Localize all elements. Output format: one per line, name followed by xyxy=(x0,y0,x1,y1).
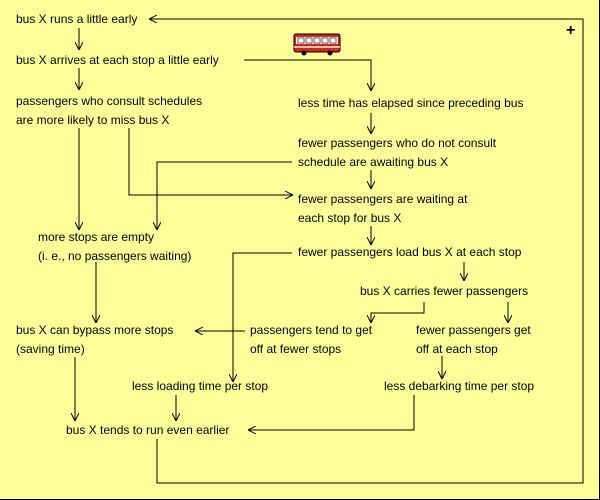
arrow-schedule-miss-to-fewer-waiting xyxy=(128,128,292,195)
arrow-less-debark-to-earlier xyxy=(249,395,415,430)
node-less-time-elapsed: less time has elapsed since preceding bu… xyxy=(298,96,524,110)
node-fewer-stops-off: passengers tend to get off at fewer stop… xyxy=(250,323,373,356)
node-bypass-stops: bus X can bypass more stops (saving time… xyxy=(16,323,174,356)
arrow-carries-fewer-to-fewer-stops-off xyxy=(371,302,425,322)
node-fewer-nonconsulting: fewer passengers who do not consult sche… xyxy=(298,136,497,169)
node-fewer-waiting: fewer passengers are waiting at each sto… xyxy=(298,192,468,225)
arrow-earlier-to-early xyxy=(150,19,584,484)
node-schedule-passengers-miss: passengers who consult schedules are mor… xyxy=(16,94,203,127)
arrow-fewer-nonconsult-to-stops-empty xyxy=(157,161,292,229)
node-less-debarking: less debarking time per stop xyxy=(384,379,535,393)
loop-polarity-label: + xyxy=(566,22,576,39)
arrow-fewer-load-to-less-loading xyxy=(233,252,292,381)
node-bus-runs-early: bus X runs a little early xyxy=(16,12,138,26)
arrow-arrives-to-less-time xyxy=(244,59,371,90)
node-more-stops-empty: more stops are empty (i. e., no passenge… xyxy=(38,230,192,263)
node-less-loading: less loading time per stop xyxy=(132,379,269,393)
node-carries-fewer: bus X carries fewer passengers xyxy=(360,284,529,298)
node-bus-arrives-early: bus X arrives at each stop a little earl… xyxy=(16,53,219,67)
node-runs-even-earlier: bus X tends to run even earlier xyxy=(66,423,230,437)
node-fewer-get-off: fewer passengers get off at each stop xyxy=(416,323,531,356)
bus-icon xyxy=(293,33,341,56)
node-fewer-load: fewer passengers load bus X at each stop xyxy=(298,245,522,259)
